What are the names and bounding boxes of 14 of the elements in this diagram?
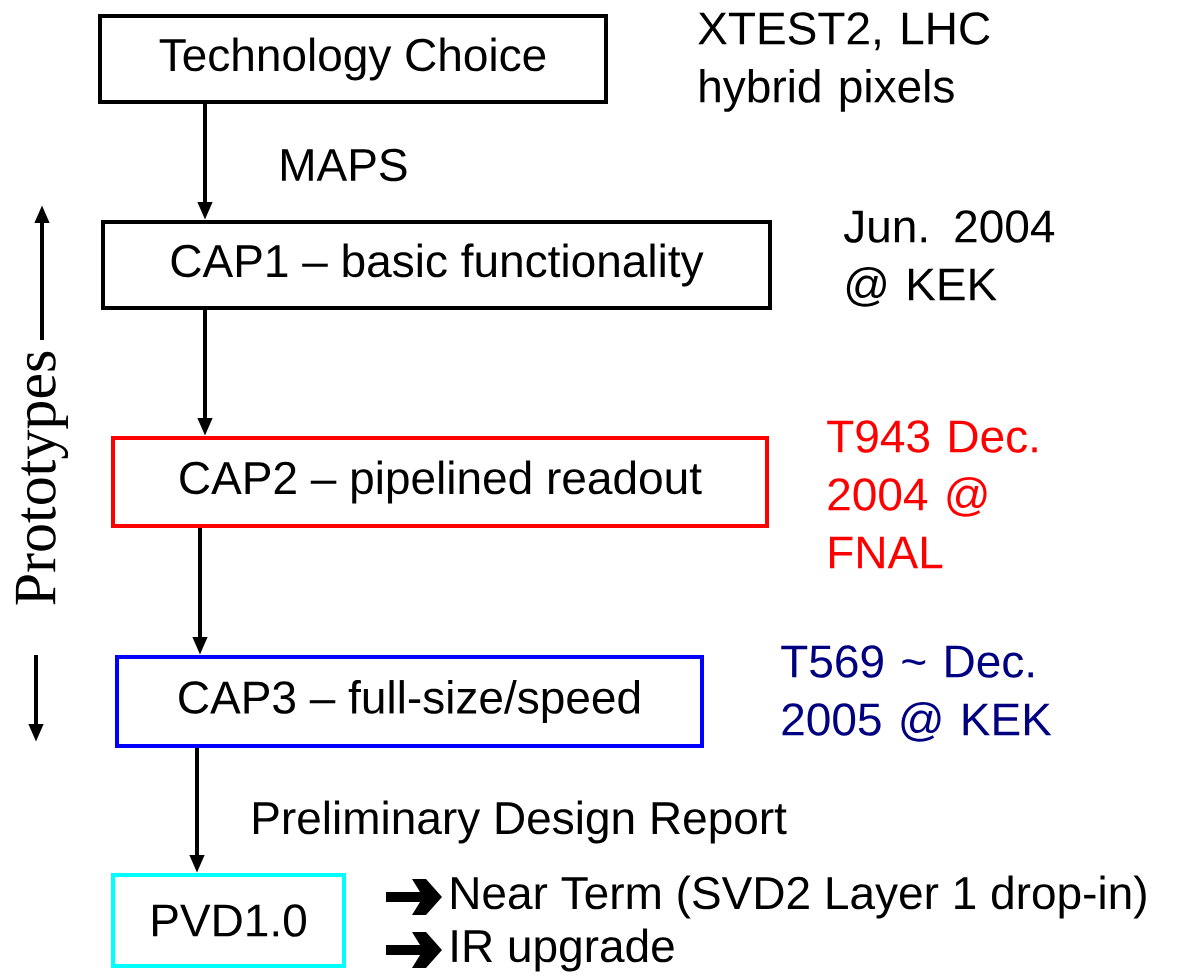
axis-label: Prototypes — [15, 351, 69, 605]
edge-label: MAPS — [276, 146, 411, 184]
process-box: CAP3 – full-size/speed — [115, 655, 704, 748]
date-note: T569 ~ Dec. 2005 @ KEK — [781, 645, 1052, 742]
date-note: Jun. 2004 @ KEK — [843, 210, 1055, 307]
process-box: CAP2 – pipelined readout — [111, 436, 769, 528]
process-box: PVD1.0 — [111, 873, 346, 968]
list-item: IR upgrade — [452, 928, 674, 972]
list-item: Near Term (SVD2 Layer 1 drop-in) — [452, 875, 1146, 919]
process-box: CAP1 – basic functionality — [101, 220, 772, 310]
date-note: T943 Dec. 2004 @ FNAL — [827, 420, 1037, 569]
date-note: XTEST2, LHC hybrid pixels — [698, 12, 990, 112]
process-box: Technology Choice — [98, 14, 608, 104]
edge-label: Preliminary Design Report — [248, 798, 790, 846]
